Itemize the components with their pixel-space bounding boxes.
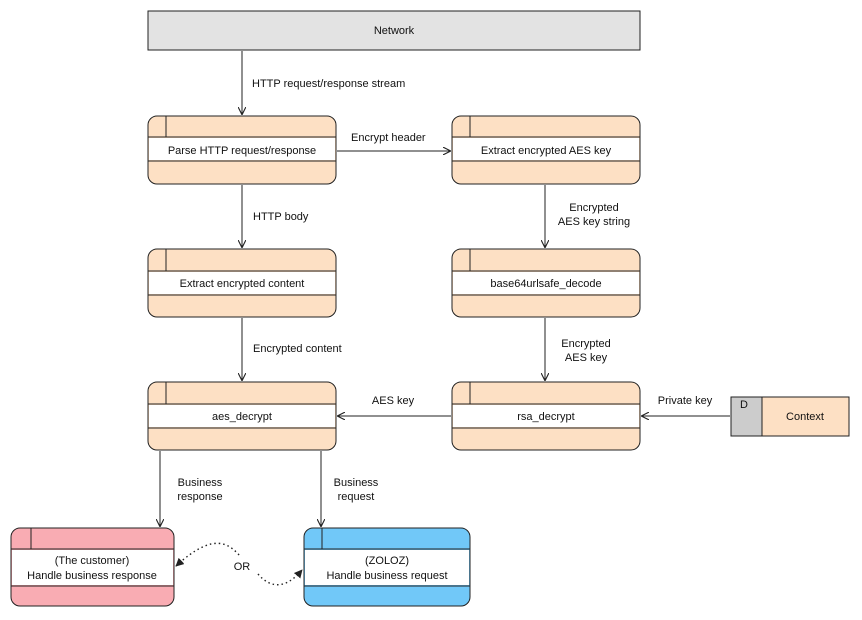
process-aes-decrypt: aes_decrypt — [147, 381, 337, 451]
edge-label-enc-key-string-1: Encrypted — [569, 202, 619, 214]
edge-http-body: HTTP body — [242, 185, 309, 247]
edge-label-enc-key-string-2: AES key string — [558, 216, 630, 228]
data-store-context: D Context — [730, 396, 850, 437]
edge-encrypt-header: Encrypt header — [337, 132, 450, 151]
edge-aes-key: AES key — [338, 395, 451, 416]
process-extract-content: Extract encrypted content — [147, 248, 337, 318]
process-extract-aes-key: Extract encrypted AES key — [451, 115, 641, 185]
edge-label-aes-key: AES key — [372, 395, 415, 407]
edge-label-http-body: HTTP body — [253, 211, 309, 223]
edge-label-biz-request-2: request — [338, 491, 375, 503]
zoloz-label-line2: Handle business request — [326, 570, 447, 582]
data-store-label: Context — [786, 411, 824, 423]
process-rsa-decrypt-label: rsa_decrypt — [517, 411, 574, 423]
edge-label-enc-key-2: AES key — [565, 352, 608, 364]
zoloz-label-line1: (ZOLOZ) — [365, 555, 409, 567]
network-node: Network — [147, 10, 641, 51]
edge-encrypted-key: Encrypted AES key — [545, 318, 611, 380]
edge-private-key: Private key — [642, 395, 730, 416]
data-store-id: D — [740, 399, 748, 411]
process-zoloz-handle-request: (ZOLOZ) Handle business request — [303, 527, 471, 607]
edge-encrypted-content: Encrypted content — [242, 318, 342, 380]
edge-label-enc-key-1: Encrypted — [561, 338, 611, 350]
process-extract-key-label: Extract encrypted AES key — [481, 145, 612, 157]
edge-label-biz-response-2: response — [177, 491, 222, 503]
edge-label-or: OR — [234, 561, 251, 573]
edge-label-biz-response-1: Business — [178, 477, 223, 489]
edge-encrypted-key-string: Encrypted AES key string — [545, 185, 630, 247]
edge-label-http-stream: HTTP request/response stream — [252, 78, 405, 90]
process-base64-decode: base64urlsafe_decode — [451, 248, 641, 318]
process-customer-handle-response: (The customer) Handle business response — [10, 527, 175, 607]
edge-business-response: Business response — [160, 451, 223, 526]
edge-http-stream: HTTP request/response stream — [242, 51, 405, 114]
process-aes-decrypt-label: aes_decrypt — [212, 411, 272, 423]
edge-label-private-key: Private key — [658, 395, 713, 407]
network-label: Network — [374, 25, 415, 37]
process-extract-content-label: Extract encrypted content — [180, 278, 305, 290]
edge-label-encrypt-header: Encrypt header — [351, 132, 426, 144]
process-parse-label: Parse HTTP request/response — [168, 145, 316, 157]
process-parse-http: Parse HTTP request/response — [147, 115, 337, 185]
customer-label-line2: Handle business response — [27, 570, 157, 582]
customer-label-line1: (The customer) — [55, 555, 130, 567]
process-b64-label: base64urlsafe_decode — [490, 278, 601, 290]
edge-label-biz-request-1: Business — [334, 477, 379, 489]
process-rsa-decrypt: rsa_decrypt — [451, 381, 641, 451]
edge-label-enc-content: Encrypted content — [253, 343, 342, 355]
edge-business-request: Business request — [321, 451, 379, 526]
edge-or-connector: OR — [175, 542, 303, 586]
